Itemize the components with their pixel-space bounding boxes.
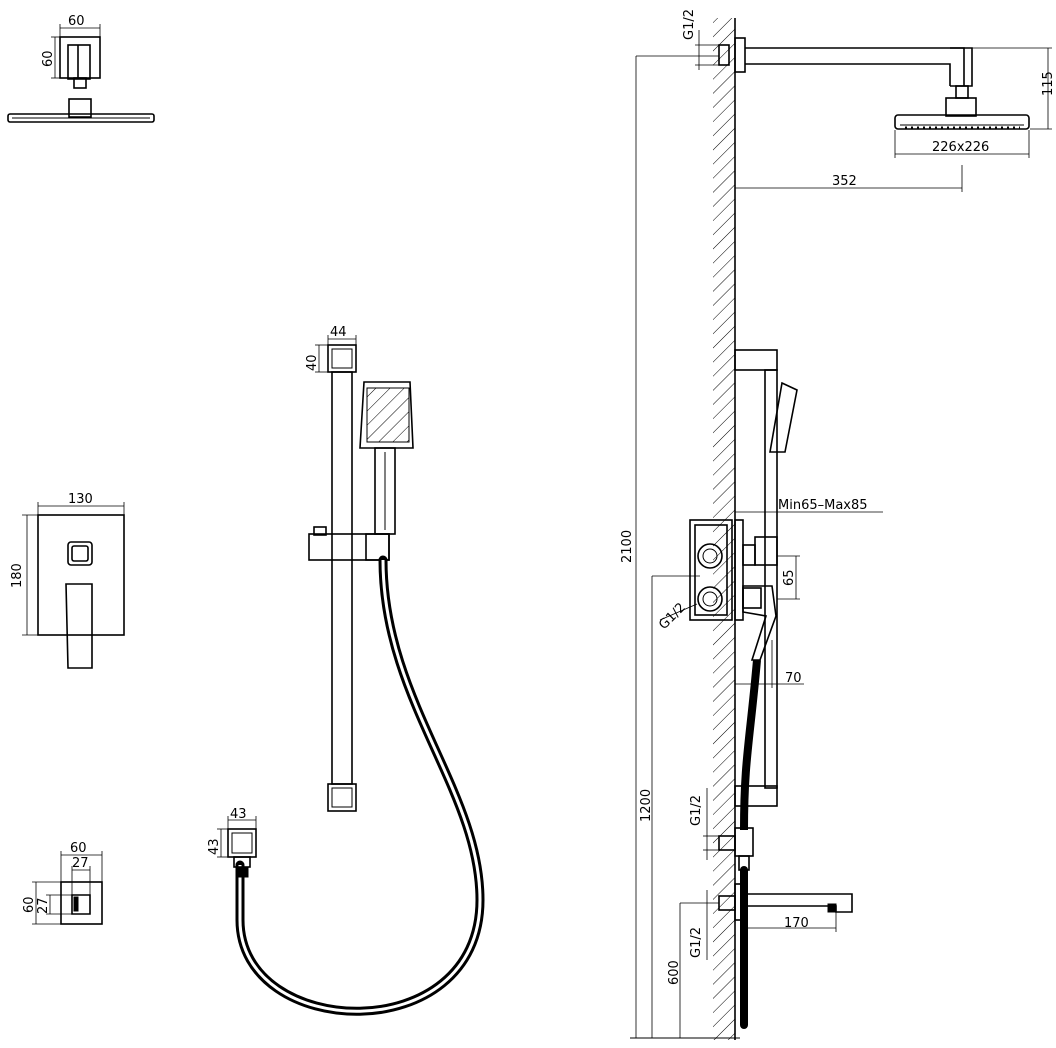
- hand-shower-nozzles: [366, 387, 410, 443]
- elbow-height-label: 43: [207, 838, 222, 855]
- shower-head-top-view: 60 60: [7, 14, 155, 123]
- arm-reach-label: 352: [832, 174, 857, 189]
- spout-thread-label: G1/2: [689, 927, 704, 958]
- head-plate-height-label: 60: [41, 50, 56, 67]
- diverter-handle-height-label: 27: [36, 897, 51, 914]
- arm-thread-label: G1/2: [682, 9, 697, 40]
- outlet-thread-label: G1/2: [689, 795, 704, 826]
- slide-bracket-width-label: 44: [330, 325, 347, 340]
- slide-bracket-height-label: 40: [305, 354, 320, 371]
- diverter-handle-width-label: 27: [72, 856, 89, 871]
- bar-depth-label: Min65–Max85: [778, 498, 868, 513]
- valve-spacing-label: 65: [782, 569, 797, 586]
- slide-bar-assembly: 44 40 43 43: [207, 325, 485, 1016]
- total-height-label: 2100: [620, 530, 635, 563]
- valve-projection-label: 70: [785, 671, 802, 686]
- spout-length-label: 170: [784, 916, 809, 931]
- valve-thread-label: G1/2: [656, 600, 689, 633]
- wall-section: [713, 18, 735, 1040]
- diverter-height-label: 60: [22, 896, 37, 913]
- diverter-plate: 60 27 60 27: [22, 841, 103, 925]
- spout-height-label: 600: [667, 960, 682, 985]
- elbow-width-label: 43: [230, 807, 247, 822]
- arm-drop-label: 115: [1041, 71, 1056, 96]
- head-plate-width-label: 60: [68, 14, 85, 29]
- valve-height-label: 1200: [639, 789, 654, 822]
- valve-plate-width-label: 130: [68, 492, 93, 507]
- side-elevation: G1/2 2100 115 226x226 352: [620, 9, 1056, 1040]
- diverter-width-label: 60: [70, 841, 87, 856]
- valve-plate: 130 180: [10, 492, 125, 669]
- head-size-label: 226x226: [932, 140, 989, 155]
- valve-plate-height-label: 180: [10, 563, 25, 588]
